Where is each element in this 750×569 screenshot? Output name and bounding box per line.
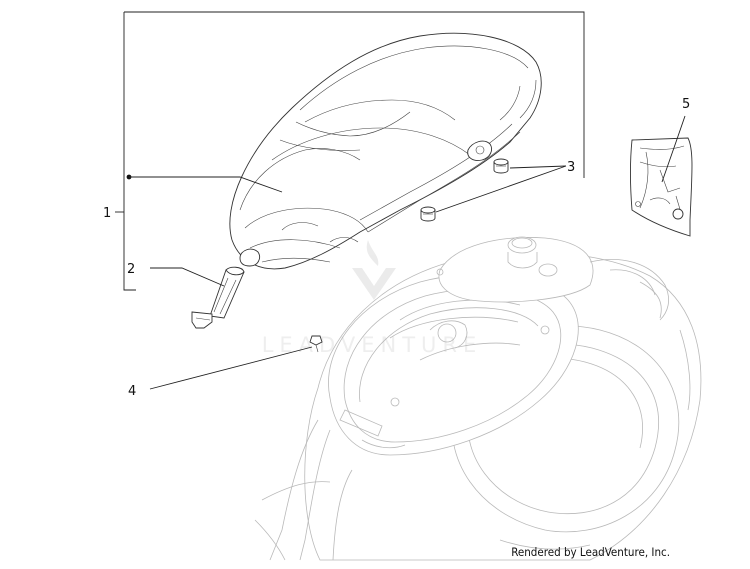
callout-3: 3 <box>567 160 575 175</box>
assembly-bracket <box>123 11 585 291</box>
callout-labels: 1 2 3 4 5 <box>103 97 690 399</box>
render-credit: Rendered by LeadVenture, Inc. <box>511 545 670 559</box>
callout-5: 5 <box>682 97 690 112</box>
latch-pin-part <box>191 266 245 329</box>
screw-part <box>309 335 323 353</box>
callout-2: 2 <box>127 262 135 277</box>
watermark-text: LEADVENTURE <box>262 333 483 357</box>
rubber-buffer-part <box>420 158 509 222</box>
callout-4: 4 <box>128 384 136 399</box>
watermark: LEADVENTURE <box>262 240 483 357</box>
callout-1: 1 <box>103 206 111 221</box>
leader-lines <box>115 115 686 390</box>
scooter-body-outline <box>254 236 702 561</box>
toolkit-bag-part <box>630 137 693 237</box>
seat-part <box>229 32 542 270</box>
